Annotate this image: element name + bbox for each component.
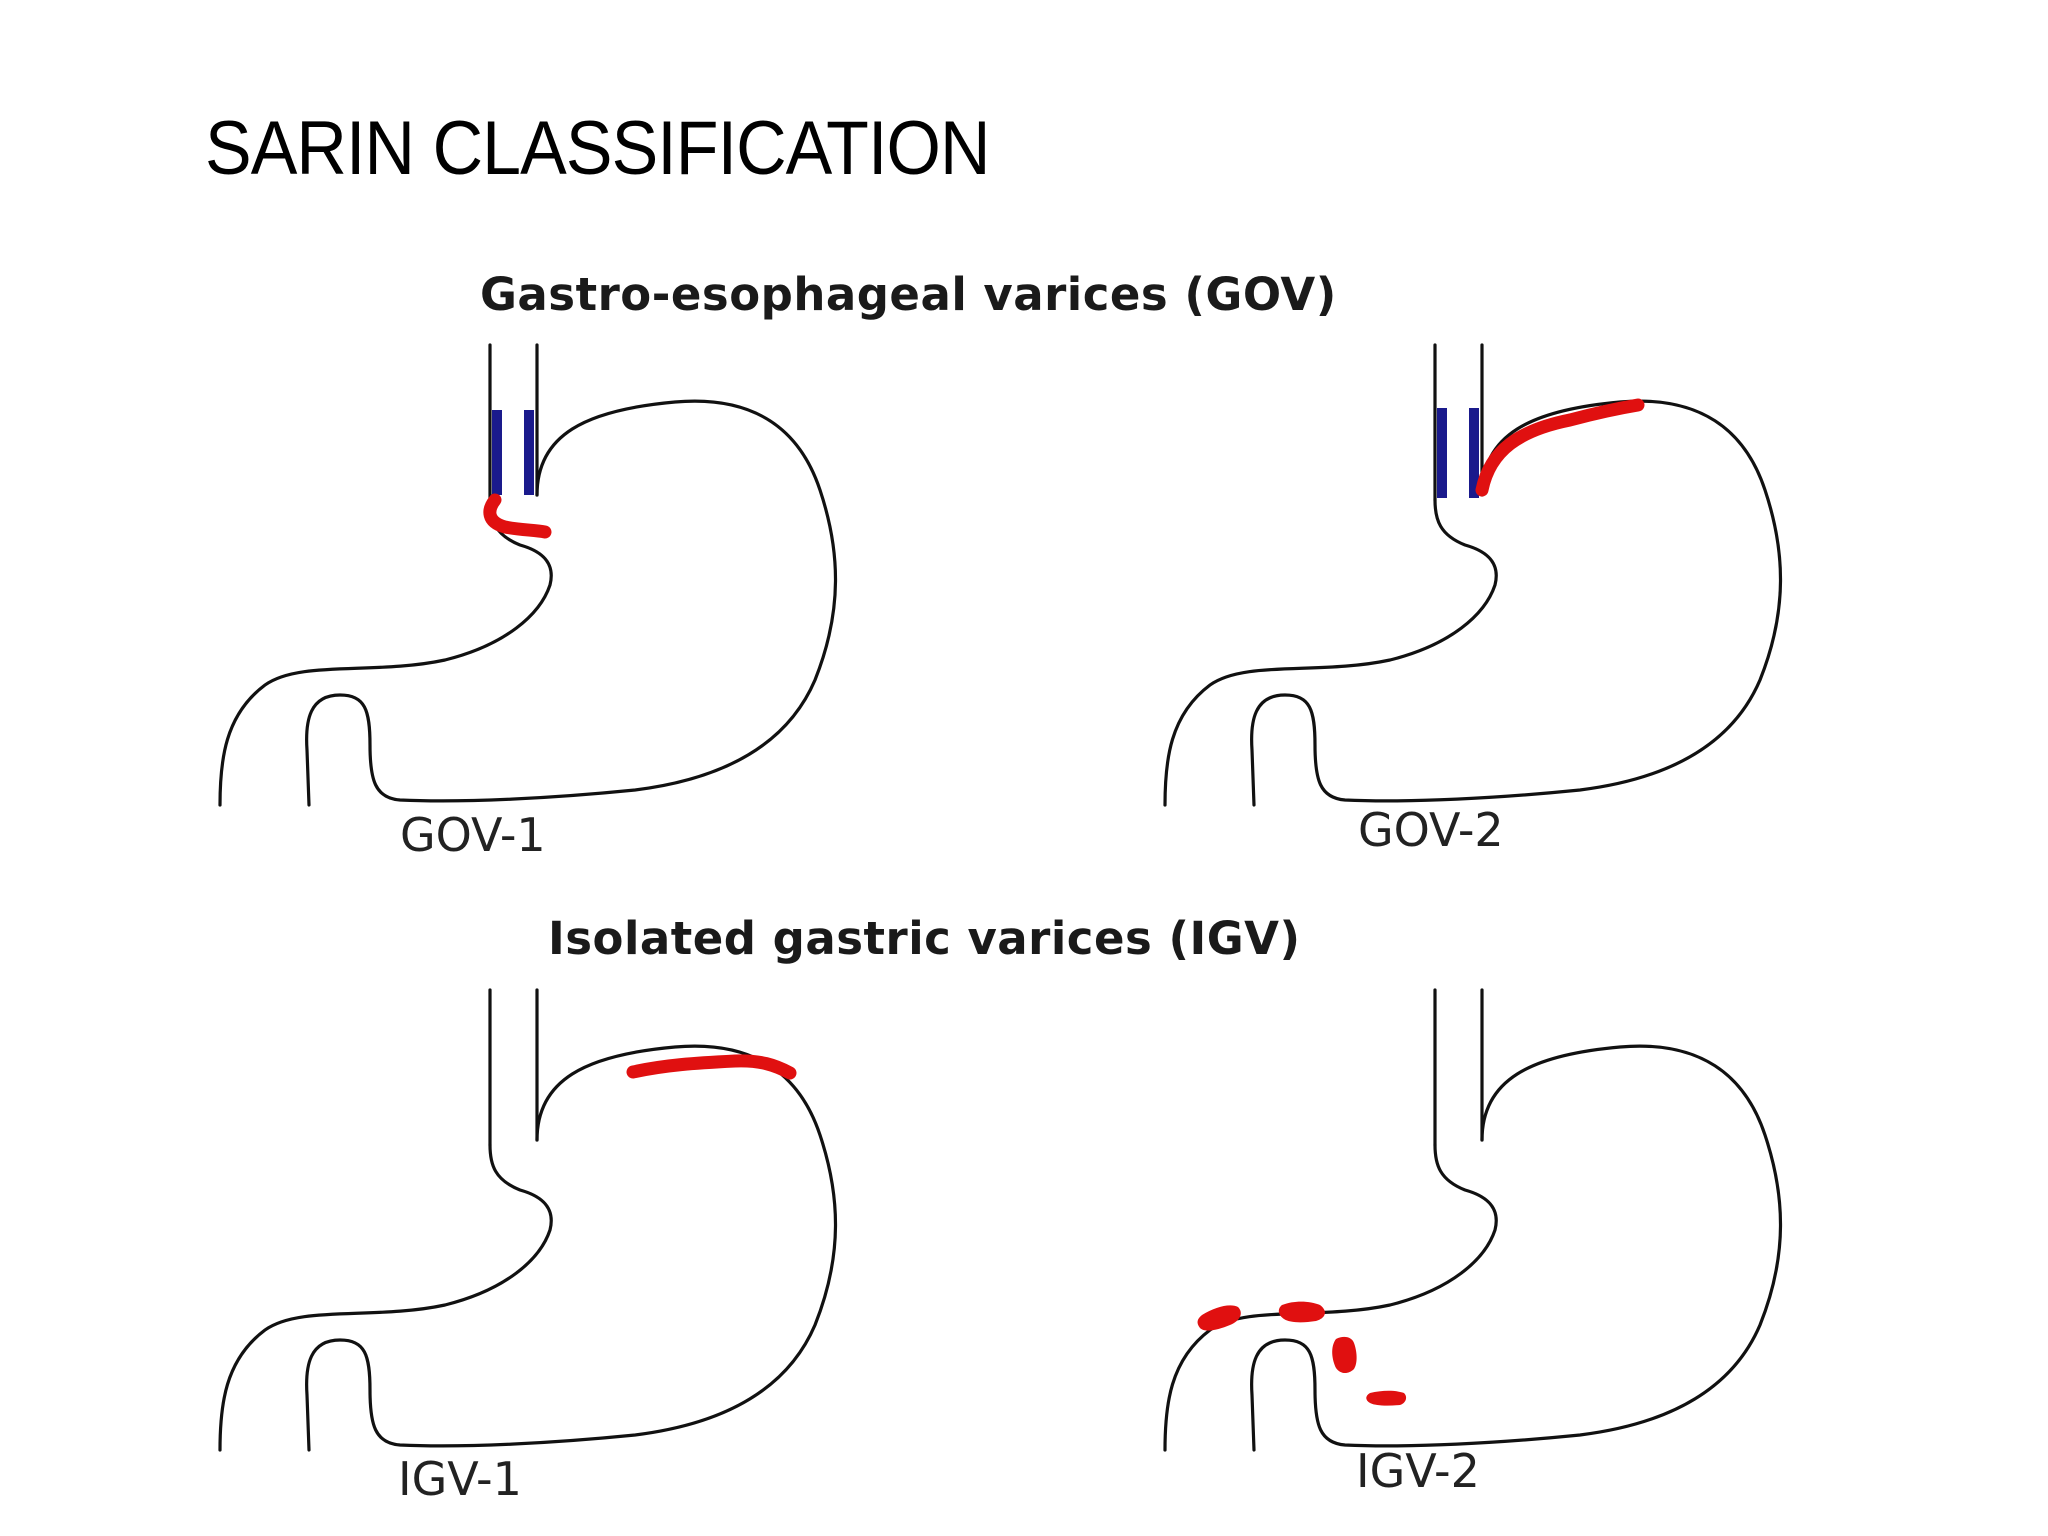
panel-label-gov-2: GOV-2 <box>1358 803 1504 857</box>
stomach-diagram-gov-1 <box>218 343 838 807</box>
varix-marking <box>1475 398 1645 497</box>
varix-marking <box>1366 1390 1407 1406</box>
stomach-diagram-igv-2 <box>1163 988 1783 1452</box>
varix-marking <box>1278 1301 1325 1323</box>
varix-marking <box>483 493 552 539</box>
heading-gov: Gastro-esophageal varices (GOV) <box>480 268 1337 321</box>
stomach-diagram-igv-1 <box>218 988 838 1452</box>
stomach-outline <box>218 988 838 1452</box>
panel-label-igv-1: IGV-1 <box>398 1452 522 1506</box>
stomach-outline <box>1163 988 1783 1452</box>
varix-marking <box>1332 1336 1357 1374</box>
varix-marking <box>626 1054 797 1080</box>
stomach-outline <box>218 343 838 807</box>
heading-igv: Isolated gastric varices (IGV) <box>548 912 1301 965</box>
panel-label-gov-1: GOV-1 <box>400 808 546 862</box>
stomach-diagram-gov-2 <box>1163 343 1783 807</box>
varix-marking <box>1197 1305 1241 1331</box>
slide-title: SARIN CLASSIFICATION <box>205 106 990 191</box>
panel-label-igv-2: IGV-2 <box>1356 1444 1480 1498</box>
